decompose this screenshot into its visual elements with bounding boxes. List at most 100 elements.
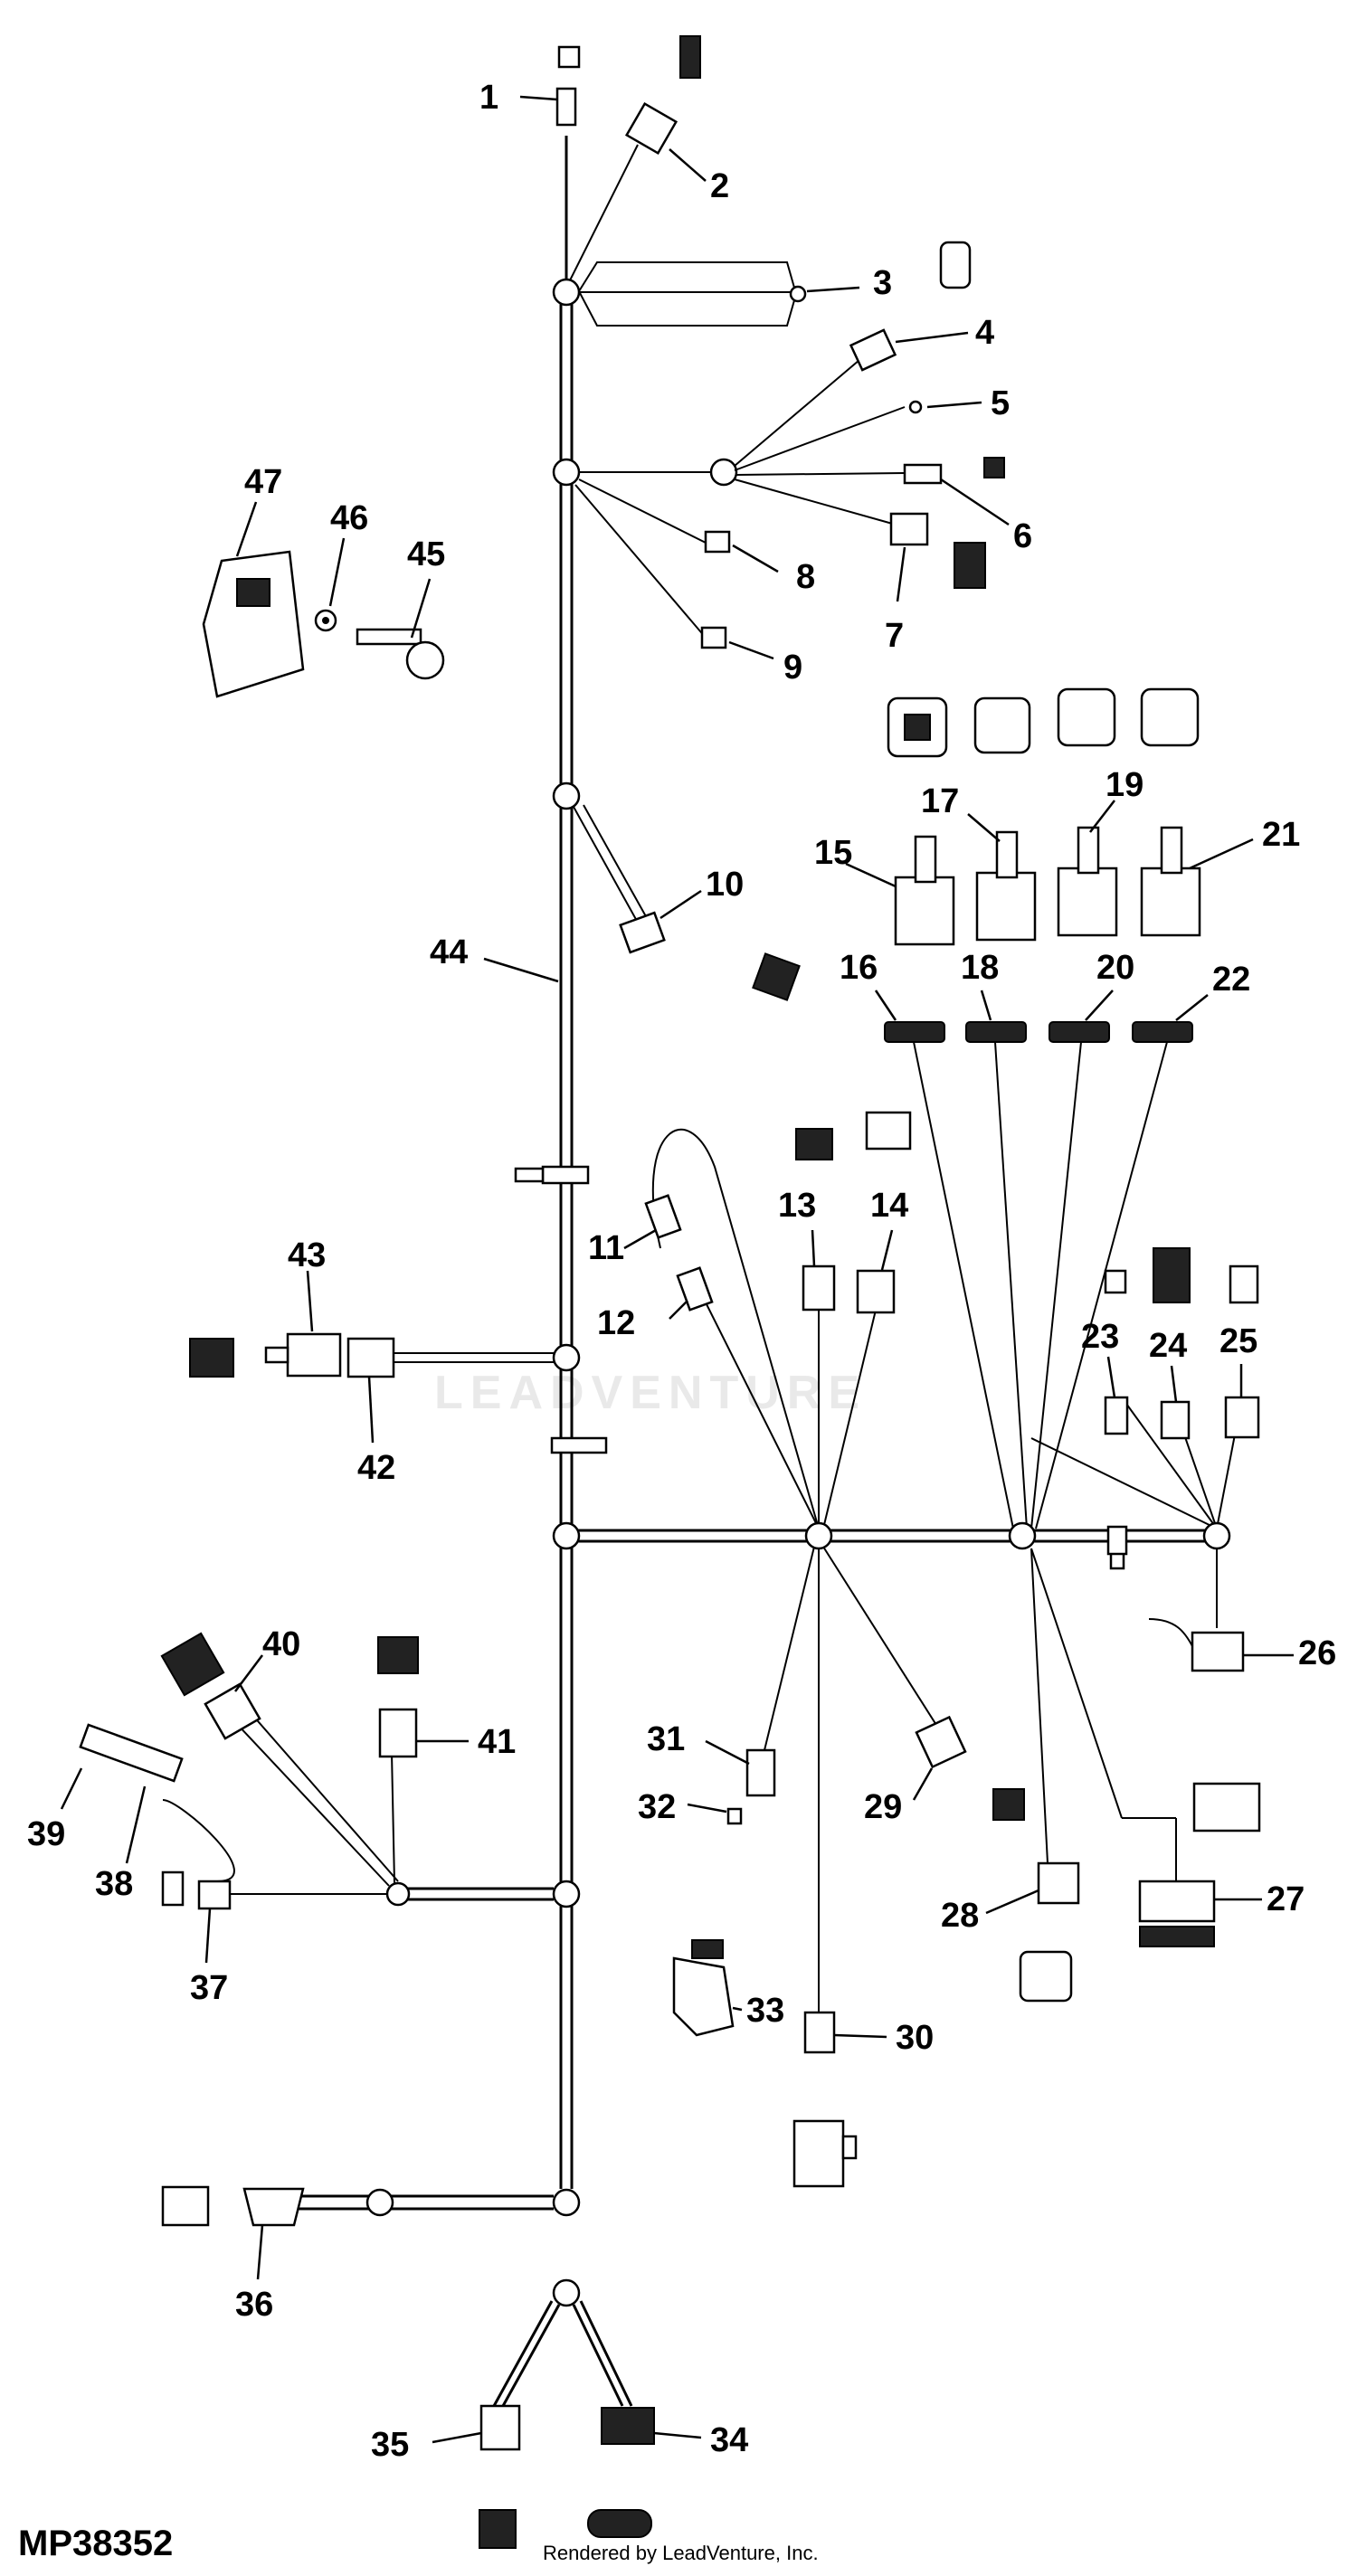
callout-1: 1 <box>479 79 498 117</box>
callout-10: 10 <box>706 866 744 904</box>
callout-45: 45 <box>407 535 445 573</box>
fuse-holder-3 <box>552 241 972 327</box>
callout-28: 28 <box>941 1897 979 1935</box>
connector-loose-lower <box>792 2119 858 2188</box>
callout-44: 44 <box>430 933 468 971</box>
callout-13: 13 <box>778 1187 816 1225</box>
wire-5 <box>908 400 982 414</box>
connector-34-35 <box>432 2278 702 2549</box>
watermark: LEADVENTURE <box>434 1367 868 1419</box>
connector-25 <box>1224 1264 1260 1439</box>
connector-40 <box>160 1632 263 1740</box>
callout-18: 18 <box>961 949 999 987</box>
connector-27 <box>1030 1548 1262 1947</box>
connector-4 <box>849 328 969 372</box>
callout-14: 14 <box>870 1187 908 1225</box>
callout-29: 29 <box>864 1788 902 1826</box>
callout-8: 8 <box>796 558 815 596</box>
callout-37: 37 <box>190 1969 228 2007</box>
callout-20: 20 <box>1096 949 1134 987</box>
branch-42-43 <box>189 1270 581 1444</box>
washer-46 <box>314 537 346 632</box>
callout-24: 24 <box>1149 1327 1187 1365</box>
connector-1 <box>519 45 581 127</box>
relay-17 <box>967 813 1037 942</box>
connector-10 <box>552 781 702 954</box>
clips-on-trunk <box>514 1165 1128 1556</box>
connector-37 <box>161 1870 232 1964</box>
connector-29 <box>822 1546 1025 1821</box>
connector-24 <box>1153 1247 1191 1440</box>
callout-2: 2 <box>710 167 729 205</box>
harness-44-leader <box>483 957 559 983</box>
connector-2 <box>569 35 707 281</box>
callout-36: 36 <box>235 2286 273 2324</box>
callout-26: 26 <box>1298 1634 1336 1672</box>
callout-32: 32 <box>638 1788 676 1826</box>
callout-16: 16 <box>840 949 878 987</box>
branch-node-upper <box>552 359 906 639</box>
connector-38-39 <box>60 1723 184 1864</box>
relay-bases-16-22 <box>752 952 1209 1043</box>
callout-42: 42 <box>357 1449 395 1487</box>
callout-38: 38 <box>95 1865 133 1903</box>
connector-9 <box>700 626 774 660</box>
connector-8 <box>704 530 779 573</box>
bolt-45 <box>356 578 445 680</box>
connector-31 <box>705 1546 815 1797</box>
connector-26 <box>1109 1527 1294 1672</box>
relay-sockets-top <box>887 687 1200 758</box>
callout-12: 12 <box>597 1304 635 1342</box>
callout-31: 31 <box>647 1720 685 1758</box>
callout-43: 43 <box>288 1236 326 1274</box>
callout-21: 21 <box>1262 816 1300 854</box>
connector-13 <box>795 1128 836 1312</box>
connector-23 <box>1104 1269 1129 1435</box>
main-harness-trunk <box>559 136 574 2189</box>
connector-36 <box>161 2185 581 2280</box>
callout-46: 46 <box>330 499 368 537</box>
callout-17: 17 <box>921 782 959 820</box>
callout-35: 35 <box>371 2426 409 2464</box>
callout-7: 7 <box>885 617 904 655</box>
callout-47: 47 <box>244 463 282 501</box>
connector-28 <box>985 1548 1080 2003</box>
relay-15 <box>845 835 955 946</box>
terminal-32 <box>687 1803 743 1825</box>
callout-19: 19 <box>1106 766 1143 804</box>
relay-19 <box>1057 800 1118 937</box>
connector-14 <box>856 1111 912 1314</box>
connector-11 <box>623 1194 682 1250</box>
callout-41: 41 <box>478 1723 516 1761</box>
render-credit: Rendered by LeadVenture, Inc. <box>543 2542 819 2564</box>
branch-left-lower <box>162 1700 581 1908</box>
callout-22: 22 <box>1212 961 1250 999</box>
connector-7 <box>889 512 986 602</box>
callout-25: 25 <box>1219 1322 1257 1360</box>
callout-39: 39 <box>27 1815 65 1853</box>
callout-34: 34 <box>710 2421 748 2459</box>
callout-27: 27 <box>1267 1880 1305 1918</box>
callout-30: 30 <box>896 2019 934 2057</box>
callout-33: 33 <box>746 1992 784 2030</box>
callout-6: 6 <box>1013 517 1032 555</box>
connector-30 <box>803 1548 887 2054</box>
callout-labels: 1 2 3 4 5 6 7 8 9 10 11 12 13 14 15 16 1… <box>27 79 1336 2464</box>
callout-40: 40 <box>262 1625 300 1663</box>
callout-5: 5 <box>991 384 1010 422</box>
connector-6 <box>903 457 1010 526</box>
connector-41 <box>377 1636 469 1758</box>
callout-9: 9 <box>783 649 802 687</box>
relay-21 <box>1140 826 1254 937</box>
callout-4: 4 <box>975 314 994 352</box>
central-branches <box>552 1041 1240 1550</box>
connector-12 <box>669 1266 714 1320</box>
callout-23: 23 <box>1081 1318 1119 1356</box>
callout-3: 3 <box>873 264 892 302</box>
callout-15: 15 <box>814 834 852 872</box>
figure-id: MP38352 <box>18 2524 174 2563</box>
callout-11: 11 <box>588 1229 624 1267</box>
switch-bracket-47 <box>202 501 305 698</box>
bracket-33 <box>672 1939 743 2037</box>
